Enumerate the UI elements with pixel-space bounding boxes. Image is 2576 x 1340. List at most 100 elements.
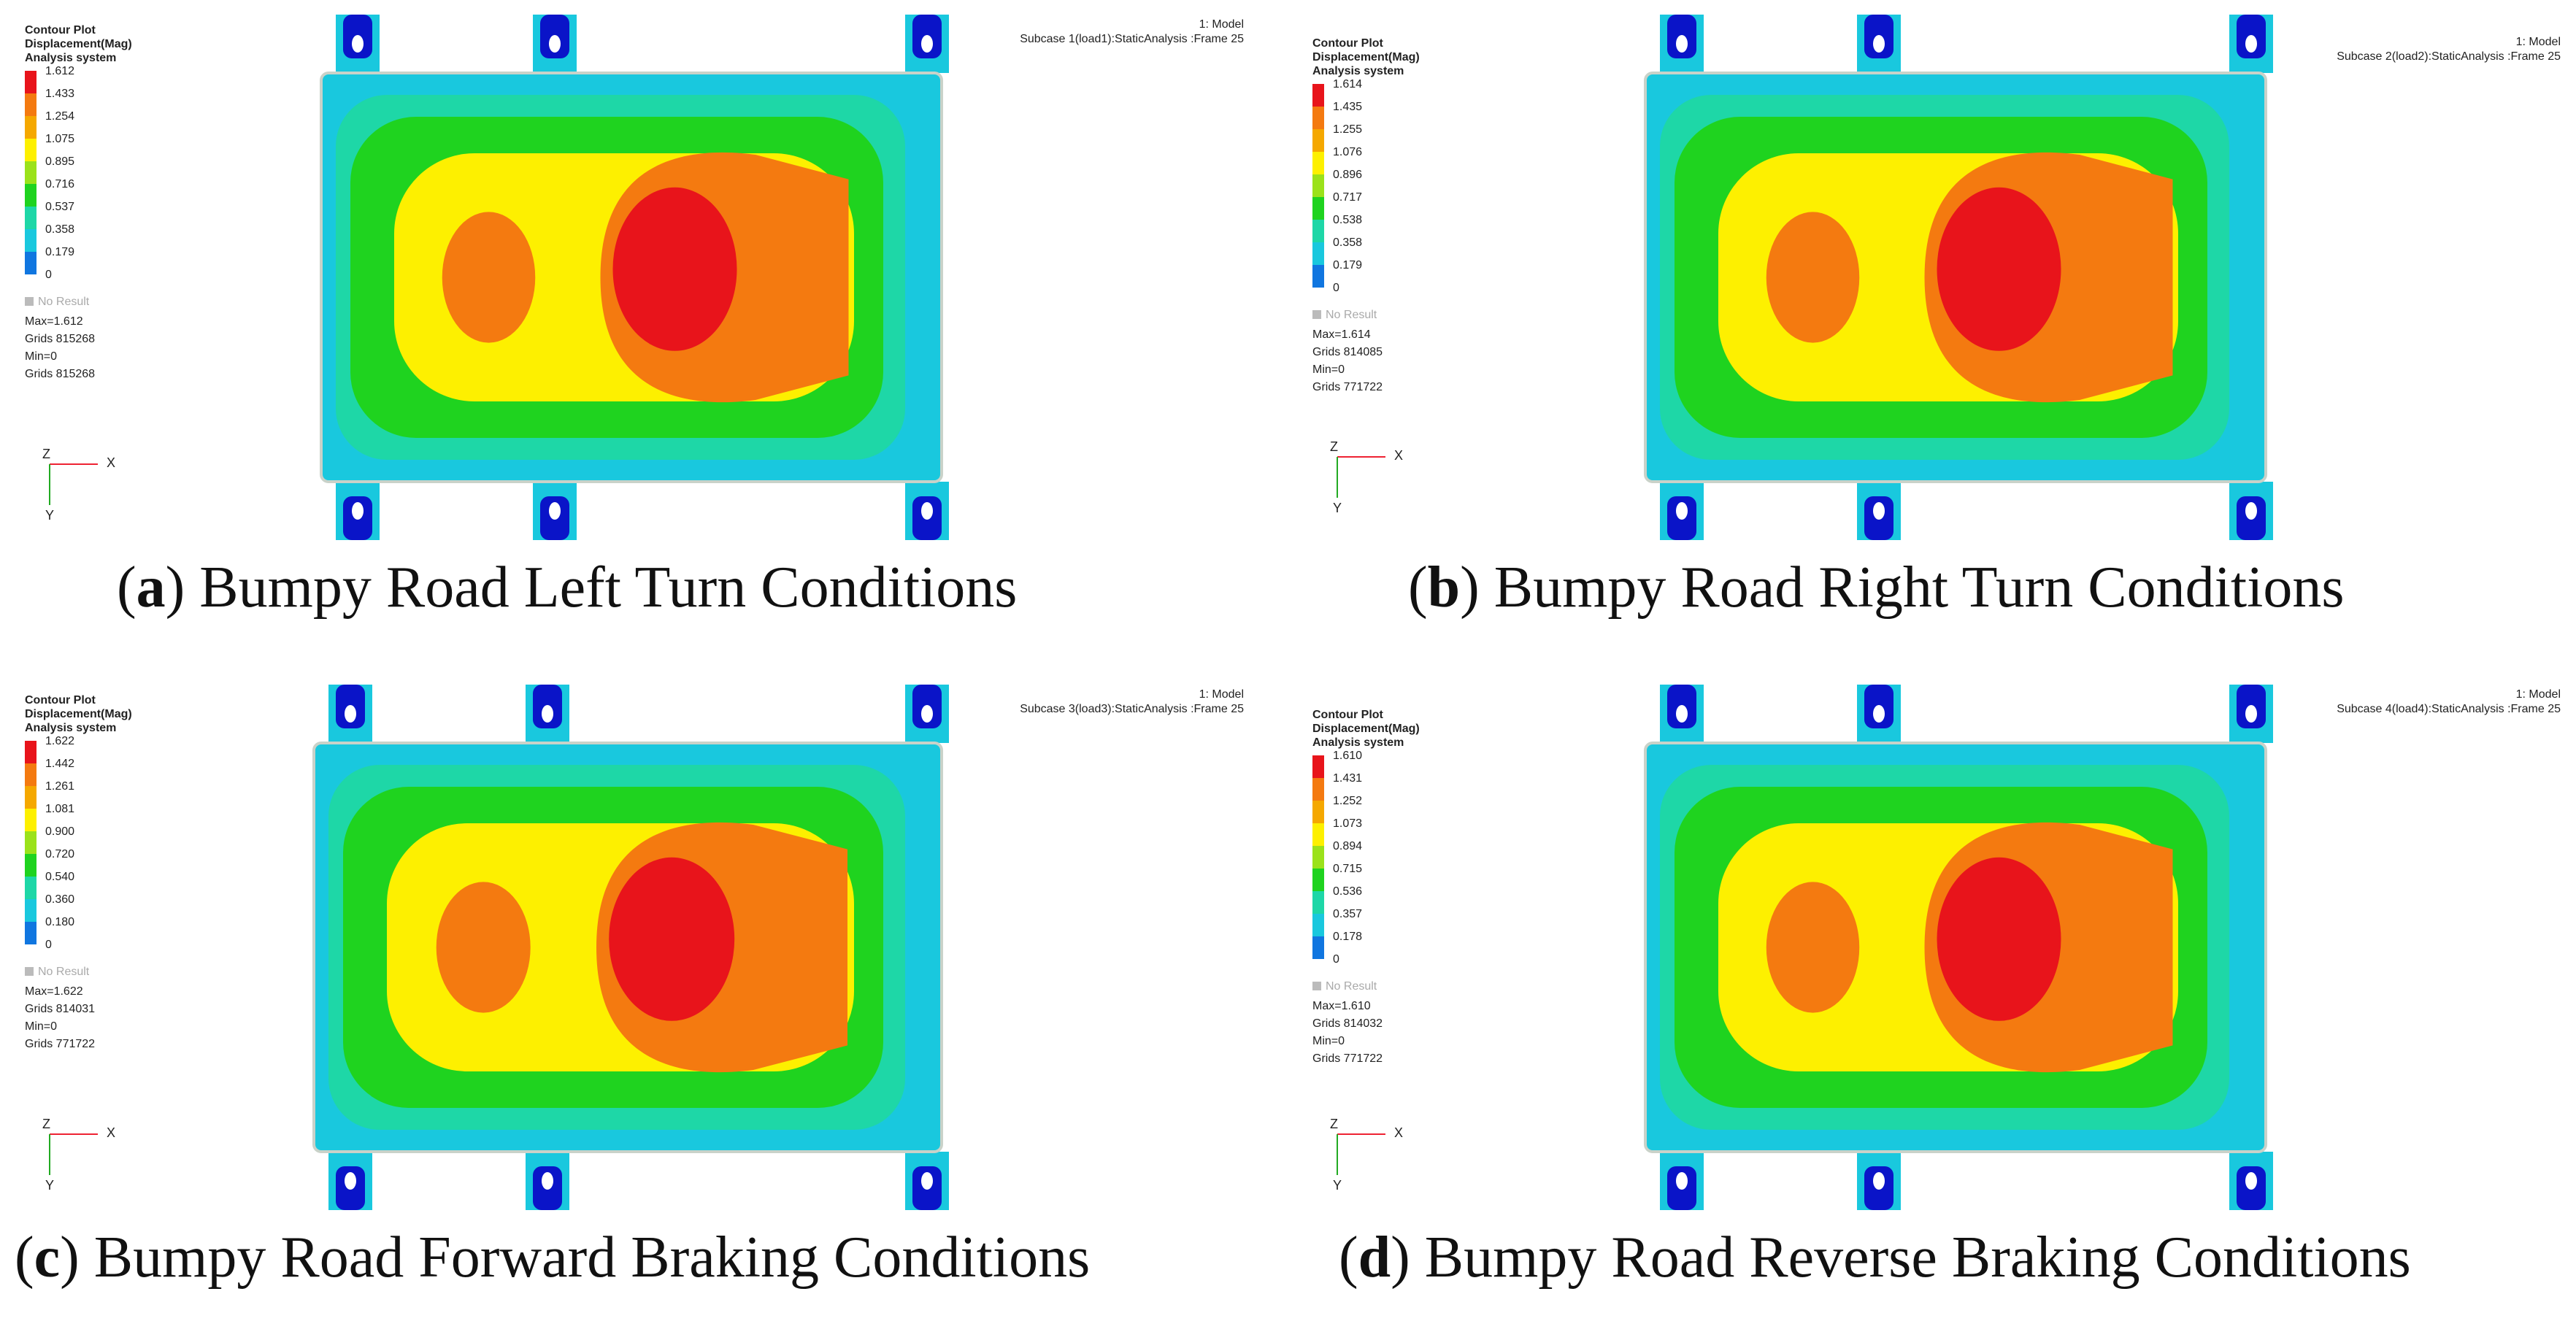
legend-title-line: Contour Plot — [1312, 709, 1383, 721]
scale-swatch — [25, 161, 36, 184]
mount-bracket-top — [1660, 15, 1704, 73]
stat-line: Grids 815268 — [25, 368, 96, 380]
scale-swatch — [1312, 823, 1324, 846]
caption-text: Bumpy Road Forward Braking Conditions — [93, 1225, 1091, 1290]
scale-value: 0 — [45, 269, 52, 281]
stat-line: Max=1.614 — [1312, 328, 1371, 341]
panel-caption: (a) Bumpy Road Left Turn Conditions — [117, 555, 1018, 620]
axis-label-y: Y — [1333, 501, 1342, 515]
scale-value: 1.255 — [1333, 123, 1363, 136]
mount-bracket-bottom — [905, 482, 949, 540]
scale-swatch — [1312, 914, 1324, 936]
scale-swatch — [1312, 84, 1324, 107]
axis-label-x: X — [107, 455, 115, 470]
scale-swatch — [1312, 220, 1324, 242]
scale-value: 1.612 — [45, 65, 75, 77]
scale-swatch — [1312, 265, 1324, 288]
scale-value: 0.178 — [1333, 931, 1363, 943]
stat-line: Grids 771722 — [1312, 1052, 1383, 1065]
legend-title-line: Analysis system — [1312, 65, 1404, 77]
stat-line: Min=0 — [1312, 363, 1345, 376]
scale-value: 0.715 — [1333, 863, 1363, 875]
stat-line: Max=1.610 — [1312, 1000, 1371, 1012]
mount-bracket-top — [1660, 685, 1704, 743]
panel-caption: (c) Bumpy Road Forward Braking Condition… — [15, 1225, 1091, 1290]
scale-swatch — [25, 763, 36, 786]
axis-triad: ZXY — [1330, 439, 1403, 515]
scale-swatch — [25, 184, 36, 207]
axis-label-y: Y — [45, 1178, 54, 1193]
axis-label-x: X — [1394, 448, 1403, 463]
mount-bracket-top — [2229, 685, 2273, 743]
no-result-entry: No Result — [1312, 979, 1420, 993]
stat-line: Grids 814085 — [1312, 346, 1383, 358]
scale-swatch — [1312, 891, 1324, 914]
scale-value: 0 — [45, 939, 52, 951]
scale-value: 1.254 — [45, 110, 75, 123]
axis-label-z: Z — [1330, 1117, 1338, 1131]
caption-letter: a — [136, 555, 166, 620]
plate-body — [1644, 742, 2267, 1153]
axis-triad: ZXY — [1330, 1117, 1403, 1193]
scale-value: 1.075 — [45, 133, 75, 145]
scale-value: 0.717 — [1333, 191, 1363, 204]
model-name: 1: Model — [1199, 18, 1244, 31]
mount-bracket-top — [533, 15, 577, 73]
plate-body — [320, 72, 943, 483]
scale-swatch — [1312, 755, 1324, 778]
scale-value: 0.720 — [45, 848, 75, 860]
scale-swatch — [25, 207, 36, 229]
subcase-label: Subcase 3(load3):StaticAnalysis :Frame 2… — [1020, 703, 1244, 715]
axis-label-y: Y — [1333, 1178, 1342, 1193]
scale-value: 0.358 — [1333, 236, 1363, 249]
scale-swatch — [1312, 778, 1324, 801]
scale-value: 1.442 — [45, 758, 75, 770]
scale-swatch — [1312, 152, 1324, 174]
scale-swatch — [25, 93, 36, 116]
mount-bracket-bottom — [328, 1152, 372, 1210]
scale-value: 0.179 — [1333, 259, 1363, 272]
scale-value: 0.358 — [45, 223, 75, 236]
scale-value: 0 — [1333, 953, 1339, 966]
stat-line: Min=0 — [25, 1020, 58, 1033]
mount-bracket-bottom — [1857, 482, 1901, 540]
axis-label-y: Y — [45, 508, 54, 523]
subcase-label: Subcase 2(load2):StaticAnalysis :Frame 2… — [2337, 50, 2561, 63]
axis-label-z: Z — [42, 447, 50, 461]
stat-line: Grids 814032 — [1312, 1017, 1383, 1030]
model-name: 1: Model — [1199, 688, 1244, 701]
caption-text: Bumpy Road Reverse Braking Conditions — [1424, 1225, 2411, 1290]
contour-plot — [320, 15, 949, 540]
legend-title-line: Displacement(Mag) — [25, 708, 132, 720]
mount-bracket-bottom — [1660, 1152, 1704, 1210]
axis-label-x: X — [107, 1125, 115, 1140]
scale-swatch — [1312, 174, 1324, 197]
scale-swatch — [25, 831, 36, 854]
legend-title-line: Contour Plot — [25, 694, 96, 706]
no-result-label: No Result — [1326, 309, 1377, 321]
no-result-label: No Result — [38, 966, 90, 978]
plate-body — [312, 742, 943, 1153]
model-name: 1: Model — [2515, 688, 2561, 701]
scale-value: 0.360 — [45, 893, 75, 906]
mount-bracket-bottom — [533, 482, 577, 540]
scale-swatch — [25, 854, 36, 877]
contour-plot — [1644, 685, 2273, 1210]
scale-value: 0 — [1333, 282, 1339, 294]
scale-value: 1.431 — [1333, 772, 1363, 785]
scale-swatch — [1312, 197, 1324, 220]
scale-value: 1.261 — [45, 780, 75, 793]
mount-bracket-bottom — [2229, 482, 2273, 540]
legend-title-line: Displacement(Mag) — [1312, 723, 1420, 735]
